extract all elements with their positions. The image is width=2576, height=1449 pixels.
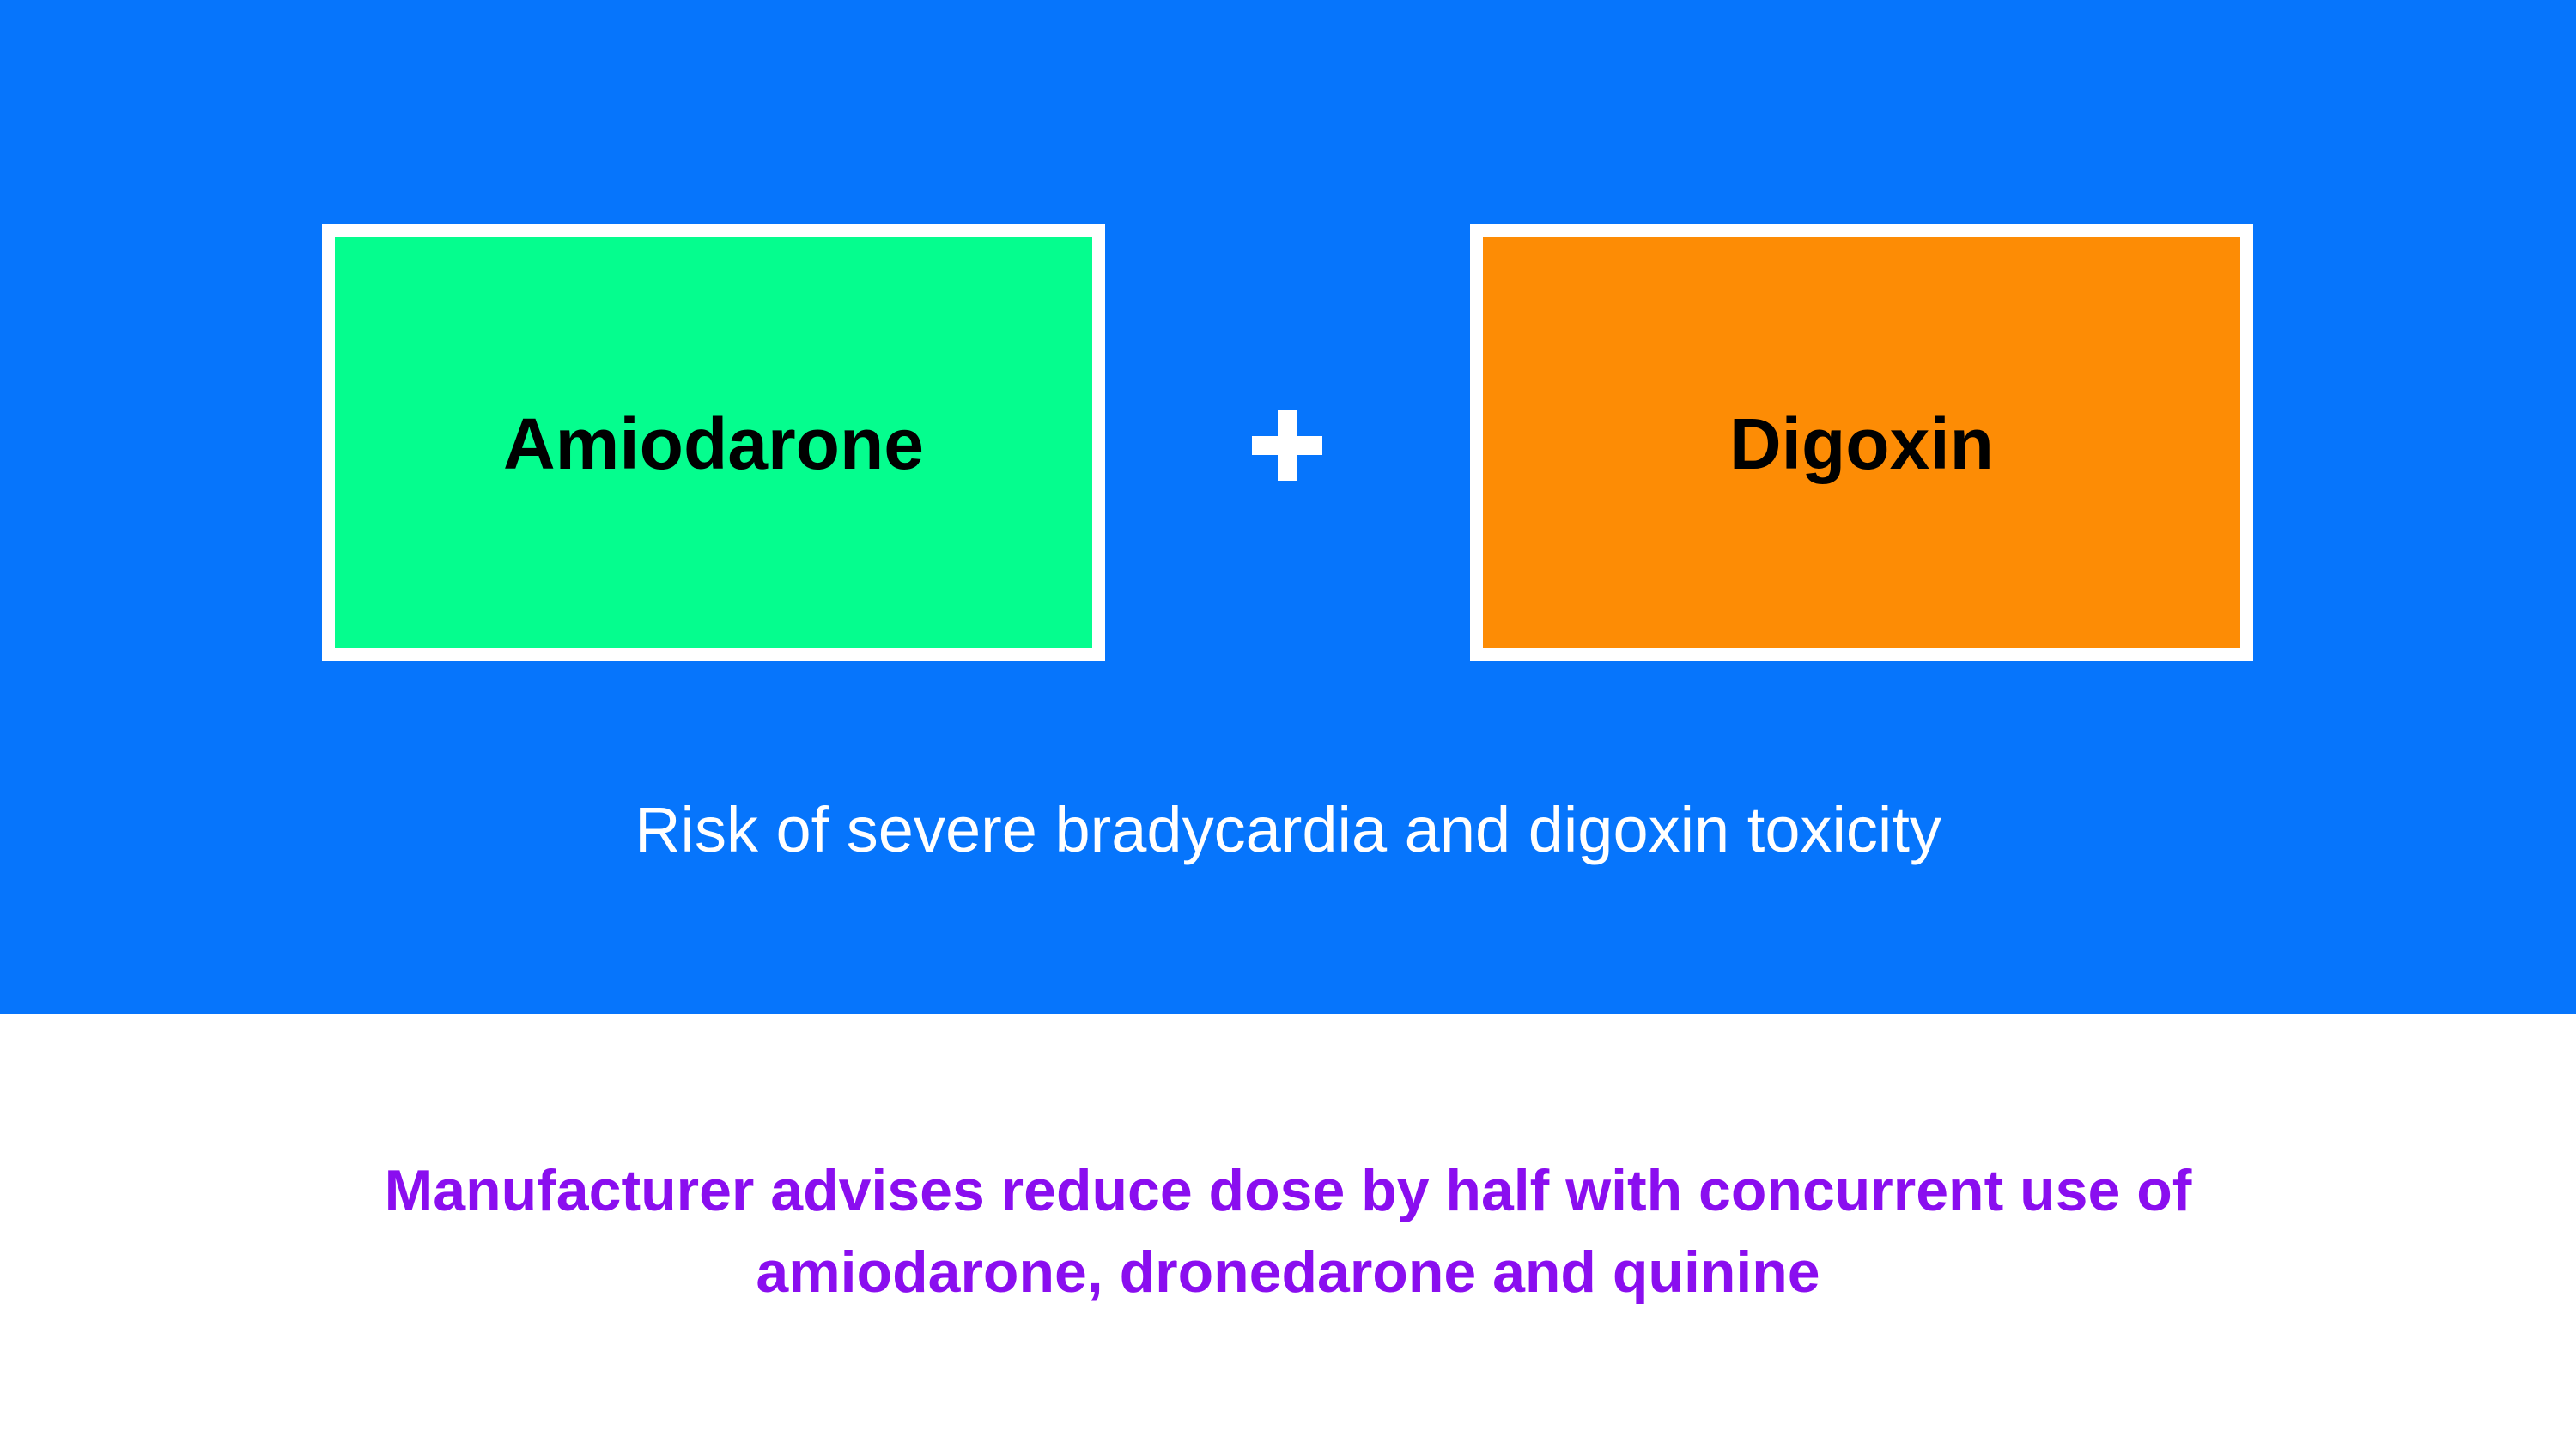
risk-description: Risk of severe bradycardia and digoxin t… — [635, 794, 1941, 865]
drug-a-card: Amiodarone — [322, 224, 1105, 661]
advice-line-2: amiodarone, dronedarone and quinine — [756, 1240, 1820, 1305]
manufacturer-advice: Manufacturer advises reduce dose by half… — [258, 1150, 2318, 1313]
drug-b-card: Digoxin — [1470, 224, 2253, 661]
interaction-panel: Amiodarone Digoxin Risk of severe bradyc… — [0, 0, 2576, 1014]
advice-line-1: Manufacturer advises reduce dose by half… — [384, 1158, 2192, 1223]
drug-b-label: Digoxin — [1729, 403, 1994, 484]
plus-icon — [1252, 410, 1322, 481]
drug-a-label: Amiodarone — [502, 403, 925, 484]
